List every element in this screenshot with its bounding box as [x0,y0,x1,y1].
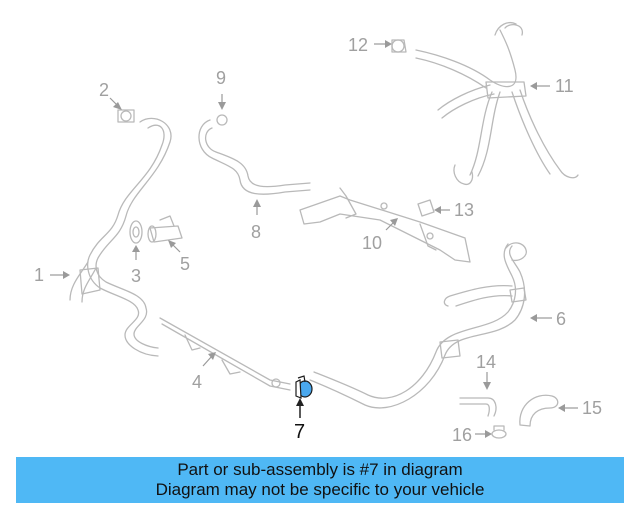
part-3-gasket [129,220,143,244]
callout-9: 9 [216,68,226,110]
part-12-clip [391,39,407,53]
callout-15: 15 [558,398,602,418]
svg-text:4: 4 [192,372,202,392]
svg-text:15: 15 [582,398,602,418]
part-8-hose [198,114,311,195]
callout-7: 7 [294,398,305,443]
svg-text:14: 14 [476,352,496,372]
part-10-bracket [299,187,471,263]
svg-text:9: 9 [216,68,226,88]
callout-8: 8 [251,199,261,242]
svg-text:12: 12 [348,35,368,55]
svg-text:1: 1 [34,265,44,285]
svg-text:3: 3 [131,266,141,286]
svg-text:16: 16 [452,425,472,445]
part-4-pipe [159,317,291,391]
part-15-hose [519,394,559,427]
svg-text:5: 5 [180,254,190,274]
banner-line-part: Part or sub-assembly is #7 in diagram [177,460,463,479]
callout-10: 10 [362,218,398,253]
part-14-hose [459,397,497,417]
banner-line-disclaimer: Diagram may not be specific to your vehi… [155,480,485,499]
part-13-nut [417,199,435,217]
callout-6: 6 [530,309,566,329]
callout-3: 3 [131,245,141,286]
svg-text:10: 10 [362,233,382,253]
svg-text:11: 11 [555,76,574,96]
svg-text:6: 6 [556,309,566,329]
part-2-clip [117,109,135,123]
callout-16: 16 [452,425,492,445]
callout-1: 1 [34,265,70,285]
part-16-grommet [491,425,507,439]
part-6-hose [309,242,527,409]
svg-text:2: 2 [99,80,109,100]
part-1-hose [69,117,172,357]
callout-13: 13 [434,200,474,220]
callout-2: 2 [99,80,122,110]
svg-text:8: 8 [251,222,261,242]
callout-4: 4 [192,352,216,392]
part-5-fitting [147,215,183,243]
svg-text:13: 13 [454,200,474,220]
info-banner: Part or sub-assembly is #7 in diagram Di… [16,457,624,503]
part-11-hose [415,21,579,186]
callout-14: 14 [476,352,496,390]
callout-5: 5 [168,240,190,274]
callout-11: 11 [530,76,574,96]
svg-text:7: 7 [294,421,305,443]
callout-12: 12 [348,35,392,55]
part-7-clamp[interactable] [295,375,313,399]
parts-diagram: 1 2 3 4 5 6 7 8 9 10 [34,21,602,445]
